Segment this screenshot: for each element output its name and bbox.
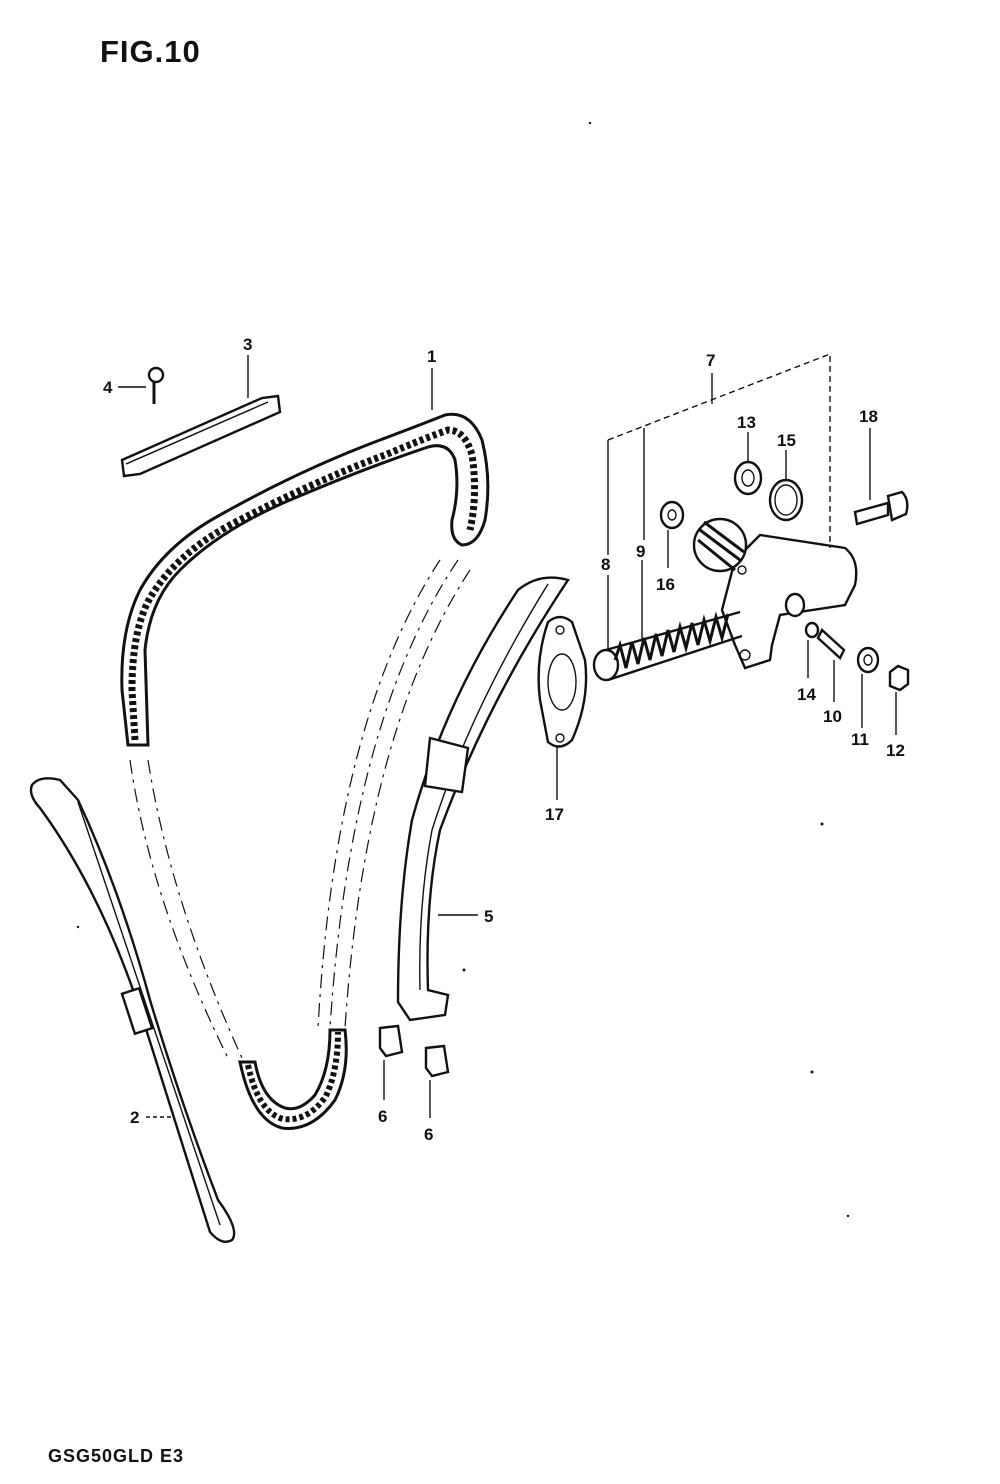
callout-17: 17 [545, 805, 564, 824]
callout-2: 2 [130, 1108, 139, 1127]
pin-10 [816, 628, 846, 660]
callout-5: 5 [484, 907, 493, 926]
callout-13: 13 [737, 413, 756, 432]
guide-bolt [147, 366, 165, 404]
callout-18: 18 [859, 407, 878, 426]
model-code: GSG50GLD E3 [48, 1446, 185, 1466]
nut-12 [888, 664, 910, 692]
callout-9: 9 [636, 542, 645, 561]
guide-pin-1 [378, 1024, 404, 1058]
washer-14 [804, 621, 820, 639]
callout-11: 11 [851, 730, 869, 749]
callout-8: 8 [601, 555, 610, 574]
callout-14: 14 [797, 685, 816, 704]
leader-lines [118, 352, 897, 1118]
callout-16: 16 [656, 575, 675, 594]
callout-10: 10 [823, 707, 842, 726]
o-ring [768, 478, 804, 522]
tensioner-chain-guide [396, 576, 570, 1022]
callout-15: 15 [777, 431, 796, 450]
callout-6b: 6 [424, 1125, 433, 1144]
tensioner-gasket [537, 615, 588, 748]
figure-title: FIG.10 [100, 34, 201, 69]
callout-7: 7 [706, 351, 715, 370]
washer-11 [856, 646, 880, 674]
oil-seal [733, 460, 763, 496]
upper-chain-guide [120, 394, 282, 478]
front-chain-guide [29, 777, 236, 1243]
print-specks [76, 121, 850, 1218]
chain-tensioner-body [692, 517, 858, 670]
callout-4: 4 [103, 378, 113, 397]
cam-chain [120, 412, 490, 1130]
tensioner-plunger [592, 610, 743, 682]
tensioner-spring [613, 611, 730, 669]
guide-pin-2 [424, 1044, 450, 1078]
callout-12: 12 [886, 741, 905, 760]
tensioner-bolt [853, 490, 909, 526]
washer-16 [659, 500, 685, 530]
callout-3: 3 [243, 335, 252, 354]
callout-1: 1 [427, 347, 436, 366]
callout-6a: 6 [378, 1107, 387, 1126]
